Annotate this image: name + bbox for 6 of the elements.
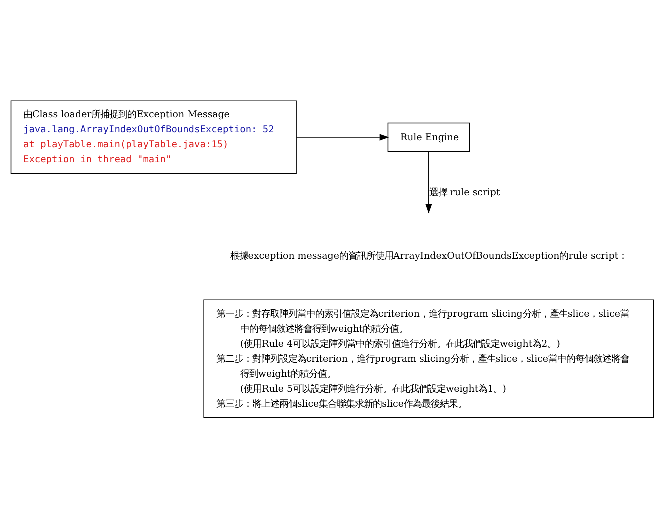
label: 根據exception message的資訊所使用ArrayIndexOutOfBoundsException的rule script： [230,251,628,262]
node-box: 第一步：對存取陣列當中的索引值設定為criterion，進行program slicing分析，產生slice，slice當中的每個敘述將會得到weight的積分值。 (使用Rule 4可以設定陣列當中的索引值進行分析。在此我們設定weight為2。) 第二步：對陣列設定為criterion，進行program slicing分析，產生slice，slice當中的每個敘述將會得到weight的積分值。 (使用Rule 5可以設定陣列進行分析。在此我們設定weight為1。) 第三步：將上述兩個slice集合聯集求新的slice作為最後結果。 [204,300,654,418]
edge-label: 選擇 rule script [429,188,500,199]
node-box: Rule Engine [388,122,470,152]
arrow [296,134,390,141]
node-box: 由Class loader所捕捉到的Exception Message java.lang.ArrayIndexOutOfBoundsException: 52 at playTable.main(playTable.java:15) Exception in thread "main" [10,100,297,174]
